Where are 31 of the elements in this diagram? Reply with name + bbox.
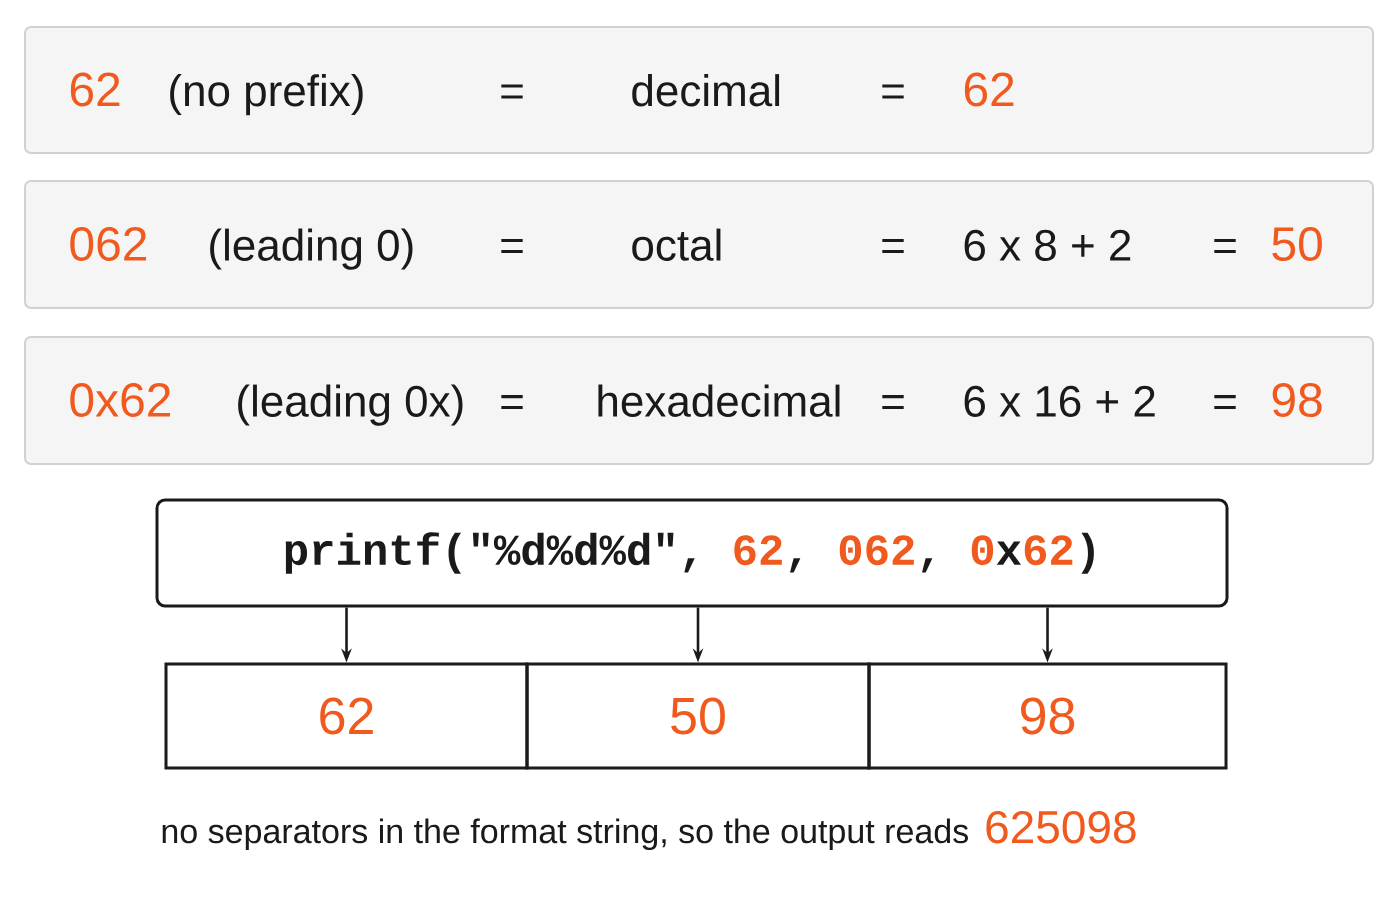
base-name: decimal — [632, 74, 780, 107]
result: 62 — [964, 72, 1014, 107]
row-band — [24, 180, 1374, 309]
number-literal: 062 — [70, 227, 147, 261]
equals-sign: = — [882, 394, 904, 410]
prefix-note: (leading 0x) — [238, 384, 463, 426]
equals-sign: = — [501, 84, 523, 99]
formula: 6 x 8 + 2 — [964, 229, 1131, 261]
number-literal: 62 — [70, 72, 120, 107]
output-cell: 50 — [525, 662, 871, 770]
result: 98 — [1272, 383, 1322, 417]
equals-sign: = — [882, 238, 904, 254]
output-cell: 62 — [164, 662, 529, 770]
result: 50 — [1272, 227, 1322, 261]
equals-sign: = — [1214, 238, 1236, 254]
number-literal: 0x62 — [70, 383, 171, 417]
formula: 6 x 16 + 2 — [964, 385, 1155, 417]
prefix-note: (leading 0) — [210, 228, 413, 270]
row-band — [24, 26, 1374, 154]
caption-text: no separators in the format string, so the output reads — [162, 818, 968, 851]
equals-sign: = — [501, 394, 523, 410]
output-cell: 98 — [867, 662, 1228, 770]
base-name: hexadecimal — [598, 384, 840, 417]
prefix-note: (no prefix) — [170, 74, 363, 116]
base-name: octal — [632, 228, 721, 261]
code-box: printf("%d%d%d", 62 , 062 , 0x62 ) — [155, 498, 1229, 608]
row-band — [24, 336, 1374, 465]
equals-sign: = — [501, 238, 523, 254]
output-value: 625098 — [986, 810, 1136, 844]
equals-sign: = — [1214, 394, 1236, 410]
equals-sign: = — [882, 84, 904, 99]
